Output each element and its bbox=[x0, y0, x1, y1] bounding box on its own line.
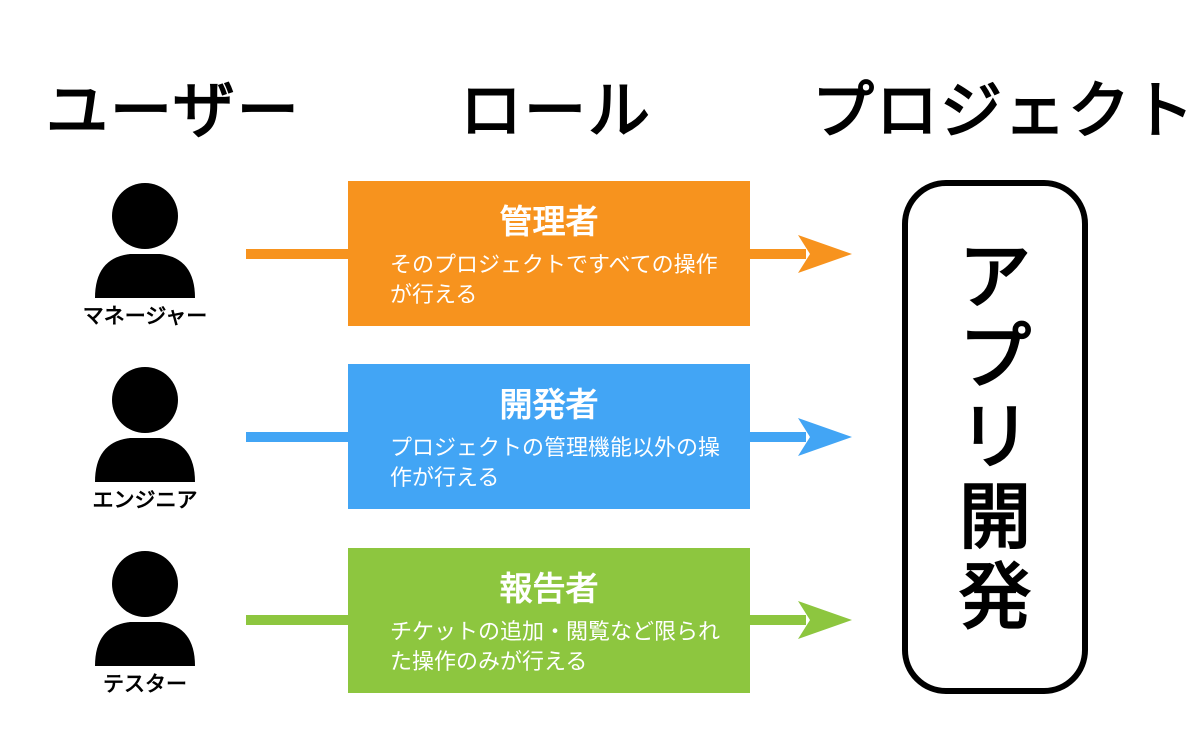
role-description: そのプロジェクトですべての操作が行える bbox=[390, 253, 718, 308]
role-title: 開発者 bbox=[499, 385, 599, 424]
person-icon bbox=[95, 183, 195, 298]
users-column-heading: ユーザー bbox=[46, 74, 301, 147]
user-label: マネージャー bbox=[82, 304, 208, 328]
role-box-admin: 管理者 そのプロジェクトですべての操作が行える bbox=[348, 181, 750, 326]
user-label: テスター bbox=[103, 672, 187, 696]
role-title: 報告者 bbox=[499, 569, 599, 608]
roles-column-heading: ロール bbox=[460, 74, 653, 147]
person-icon bbox=[95, 367, 195, 482]
role-description: チケットの追加・閲覧など限られた操作のみが行える bbox=[390, 620, 721, 675]
user-label: エンジニア bbox=[92, 488, 198, 512]
role-title: 管理者 bbox=[499, 202, 599, 241]
role-box-developer: 開発者 プロジェクトの管理機能以外の操作が行える bbox=[348, 364, 750, 509]
project-box: アプリ開発 bbox=[902, 180, 1088, 694]
project-name: アプリ開発 bbox=[958, 235, 1031, 639]
role-description: プロジェクトの管理機能以外の操作が行える bbox=[390, 436, 721, 491]
user-manager: マネージャー bbox=[70, 180, 220, 330]
person-icon bbox=[95, 551, 195, 666]
user-engineer: エンジニア bbox=[70, 364, 220, 514]
project-column-heading: プロジェクト bbox=[812, 74, 1197, 147]
role-box-reporter: 報告者 チケットの追加・閲覧など限られた操作のみが行える bbox=[348, 548, 750, 693]
user-tester: テスター bbox=[70, 548, 220, 698]
